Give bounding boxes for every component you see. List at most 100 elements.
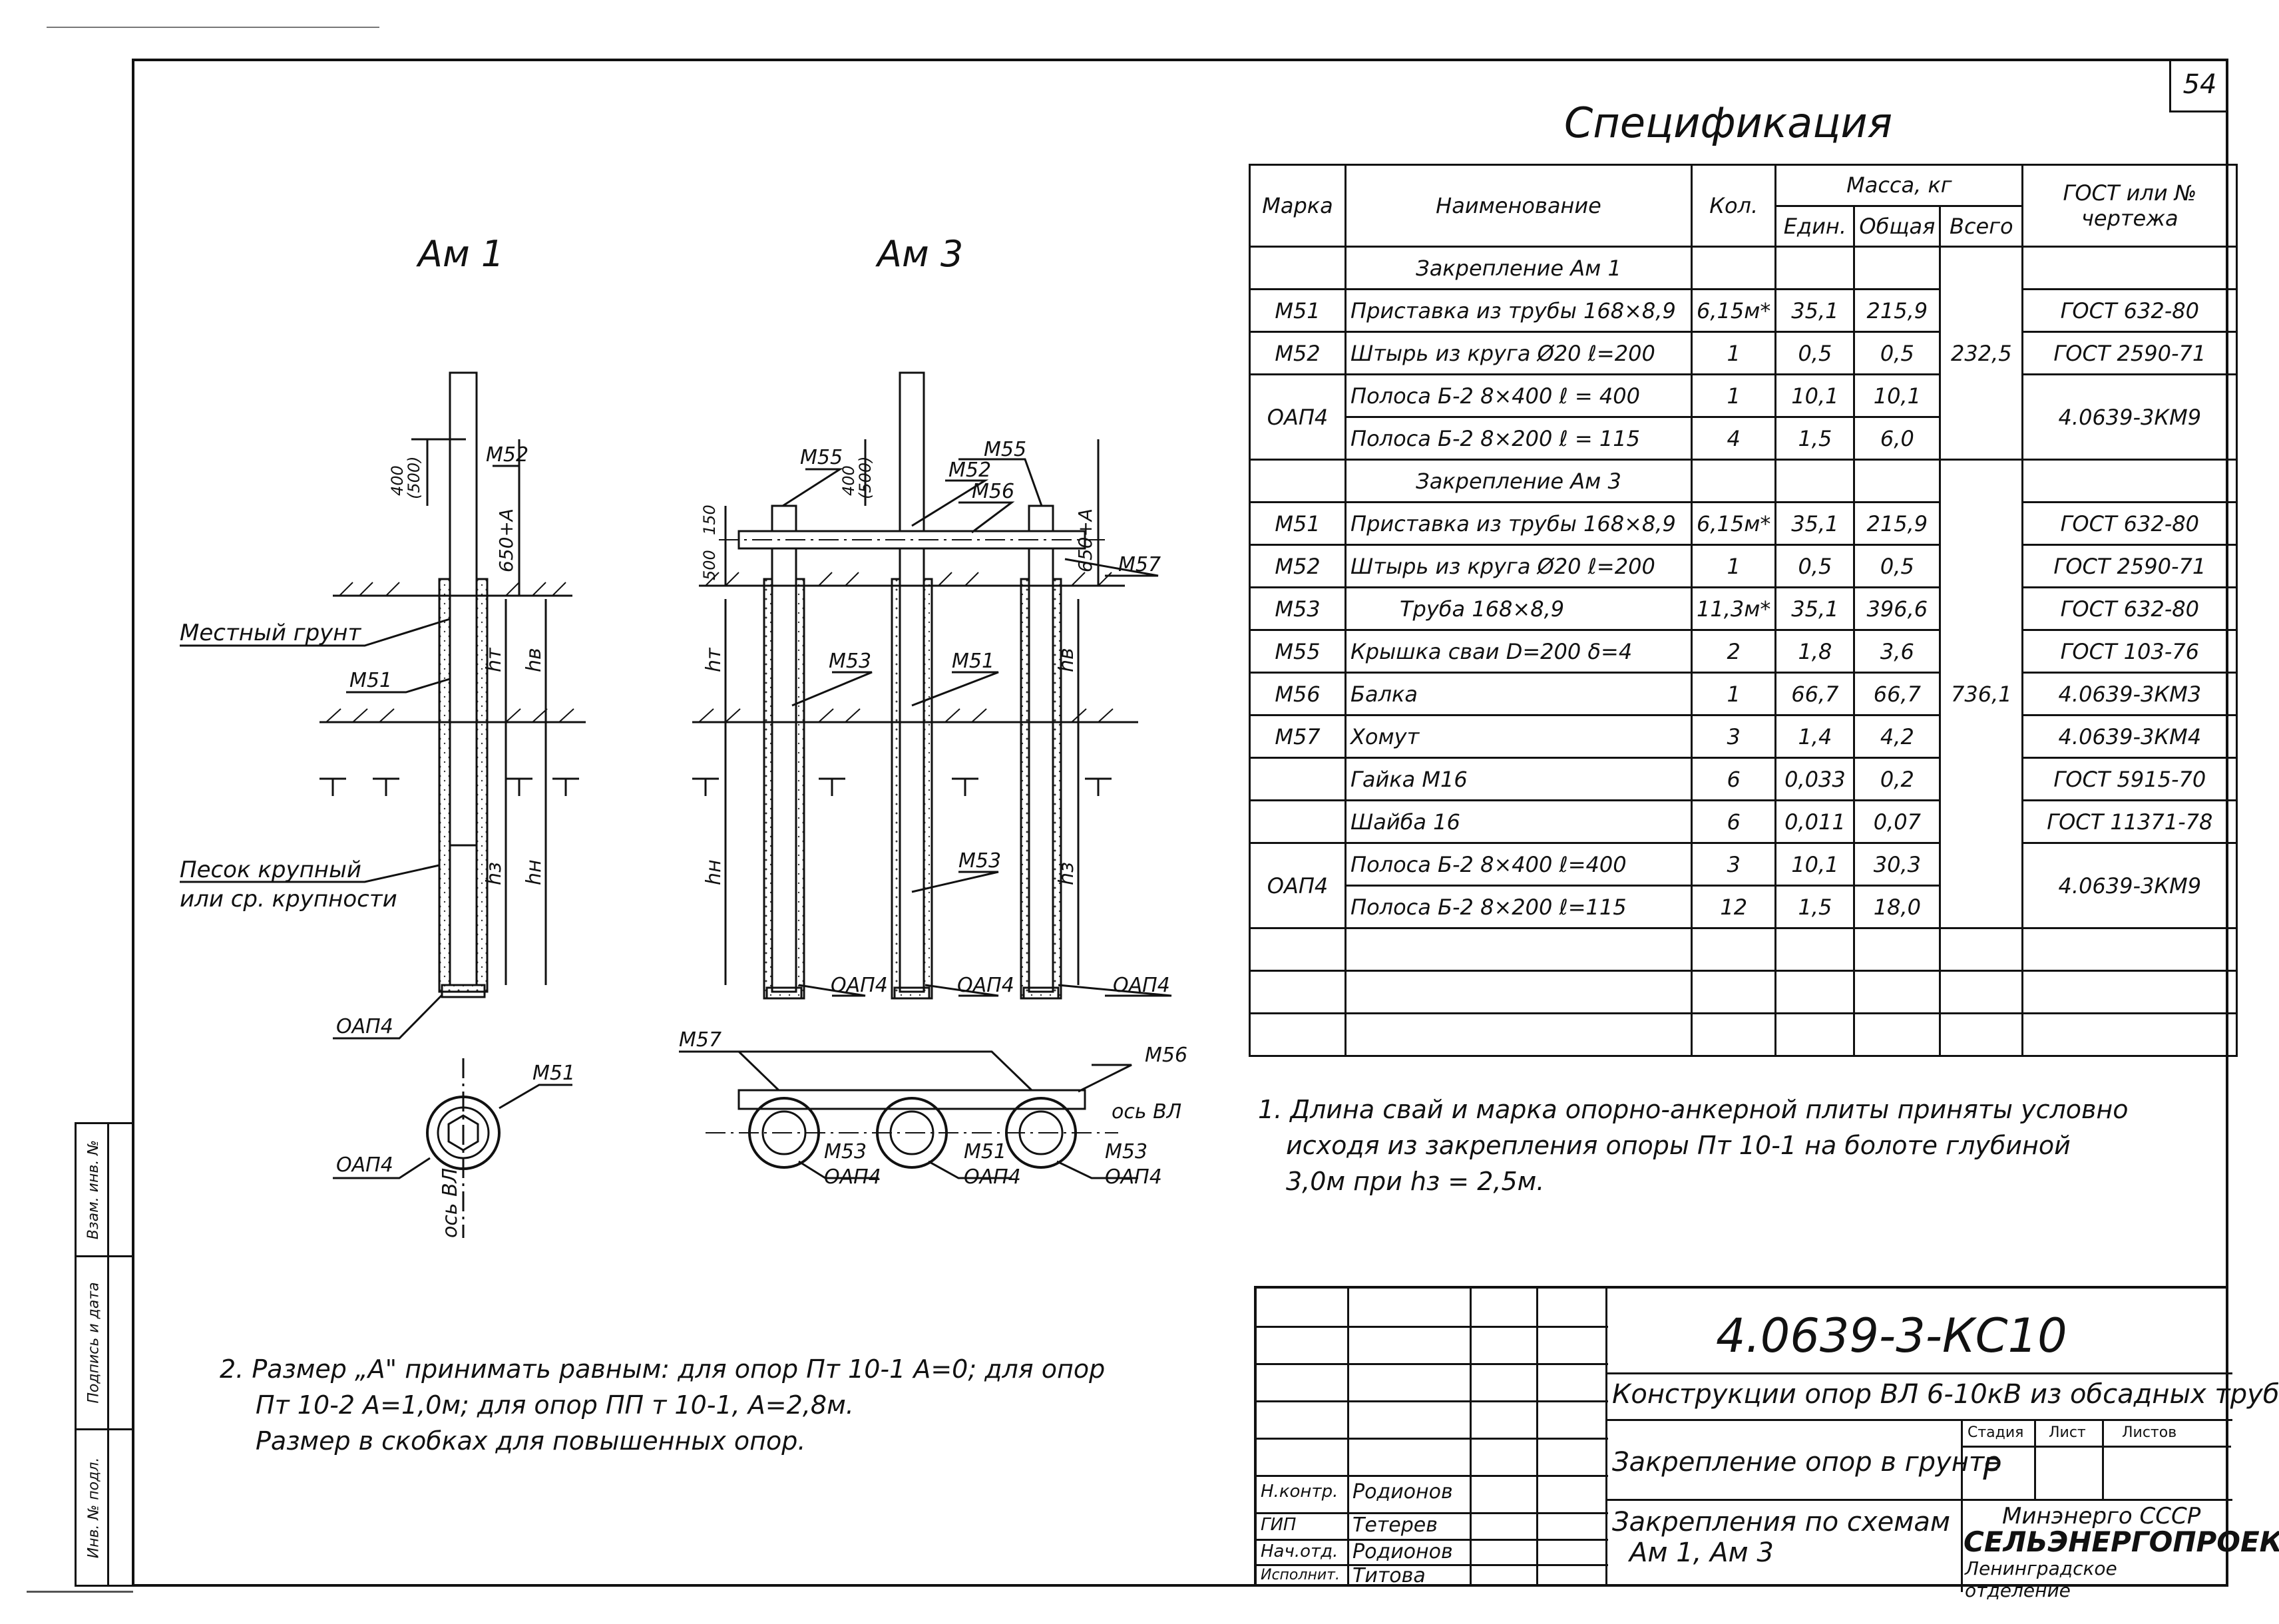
title-block: Н.контр. Родионов ГИП Тетерев Нач.отд. Р… <box>1254 1286 2279 1601</box>
label-m55: М55 <box>984 438 1026 461</box>
side-cell-sign: Подпись и дата <box>77 1257 132 1430</box>
cell-mark: ОАП4 <box>1249 842 1347 929</box>
label-hn: hн <box>522 859 546 885</box>
cell-qty: 1 <box>1690 331 1777 375</box>
label-m51: М51 <box>952 650 994 673</box>
cell-mark <box>1249 757 1347 801</box>
side-divider <box>107 1124 109 1585</box>
cell-name: Полоса Б-2 8×200 ℓ = 115 <box>1345 416 1693 461</box>
cell-qty: 6,15м* <box>1690 288 1777 333</box>
cell-unit: 1,8 <box>1774 629 1856 674</box>
cell-mark <box>1249 799 1347 844</box>
table-row: М56 Балка 1 66,7 66,7 4.0639-3КМ3 <box>1249 672 2238 716</box>
label-dim650: 650+А <box>1074 508 1096 572</box>
label-sand-2: или ср. крупности <box>180 886 397 913</box>
cell-gost: 4.0639-3КМ9 <box>2021 373 2238 461</box>
stage-value: Р <box>1982 1451 2001 1487</box>
label-dim500b: (500) <box>405 456 423 499</box>
cell-name: Балка <box>1345 672 1693 716</box>
cell-total: 3,6 <box>1853 629 1942 674</box>
table-row: М57 Хомут 3 1,4 4,2 4.0639-3КМ4 <box>1249 714 2238 759</box>
signer-role: ГИП <box>1261 1515 1297 1535</box>
cell-total: 6,0 <box>1853 416 1942 461</box>
signer-role: Н.контр. <box>1261 1482 1339 1502</box>
cell-mark: М53 <box>1249 586 1347 631</box>
org-line-1: Минэнерго СССР <box>2002 1503 2201 1529</box>
bottom-left-stroke <box>27 1591 133 1593</box>
title-block-grid <box>1257 1289 1608 1584</box>
cell-name: Приставка из трубы 168×8,9 <box>1345 501 1693 546</box>
label-m51-plan: М51 <box>532 1062 575 1085</box>
am3-title: Ам 3 <box>877 233 964 275</box>
label-dim500b: (500) <box>856 456 875 499</box>
sheets-header: Листов <box>2122 1424 2177 1441</box>
label-local-soil: Местный грунт <box>180 620 362 646</box>
label-oap4: ОАП4 <box>1105 1165 1162 1189</box>
cell-name: Полоса Б-2 8×400 ℓ = 400 <box>1345 373 1693 418</box>
table-row: Гайка М16 6 0,033 0,2 ГОСТ 5915-70 <box>1249 757 2238 801</box>
cell-qty: 2 <box>1690 629 1777 674</box>
org-line-2: СЕЛЬЭНЕРГОПРОЕКТ <box>1964 1525 2279 1558</box>
sheet-title: Закрепление опор в грунте <box>1612 1447 2001 1478</box>
doc-code: 4.0639-3-КС10 <box>1716 1309 2067 1363</box>
plan-beam <box>737 1089 1086 1110</box>
signer-role: Исполнит. <box>1261 1567 1340 1583</box>
cell-name: Полоса Б-2 8×200 ℓ=115 <box>1345 885 1693 929</box>
note-1-line-1: 1. Длина свай и марка опорно-анкерной пл… <box>1258 1095 2129 1124</box>
cell-mark: М52 <box>1249 331 1347 375</box>
foundation-drawing: М52 400 (500) 650+А hт hв hз hн Местный … <box>180 371 1187 1238</box>
label-oap4: ОАП4 <box>964 1165 1021 1189</box>
table-row: Полоса Б-2 8×200 ℓ = 115 4 1,5 6,0 <box>1250 416 2237 461</box>
side-cell-vzam: Взам. инв. № <box>77 1124 132 1257</box>
am3-elevation <box>679 371 1172 1179</box>
note-2-line-2: Пт 10-2 А=1,0м; для опор ПП т 10-1, А=2,… <box>256 1390 854 1420</box>
cell-unit: 1,4 <box>1774 714 1856 759</box>
hdr-qty: Кол. <box>1690 164 1777 248</box>
label-hz: hз <box>1055 862 1078 885</box>
sheet-header: Лист <box>2049 1424 2086 1441</box>
cell-name: Труба 168×8,9 <box>1345 586 1693 631</box>
cell-name: Хомут <box>1345 714 1693 759</box>
cell-name: Крышка сваи D=200 δ=4 <box>1345 629 1693 674</box>
spec-header-row: Марка Наименование Кол. Масса, кг ГОСТ и… <box>1249 164 2238 248</box>
empty-row <box>1249 970 2238 1014</box>
note-1-line-3: 3,0м при hз = 2,5м. <box>1286 1167 1545 1196</box>
label-oap4: ОАП4 <box>1113 974 1170 997</box>
side-label-sign-date: Подпись и дата <box>85 1282 103 1404</box>
cell-gost: 4.0639-3КМ9 <box>2021 842 2238 929</box>
cell-name: Полоса Б-2 8×400 ℓ=400 <box>1345 842 1693 887</box>
signer-name: Тетерев <box>1352 1514 1438 1537</box>
label-m56: М56 <box>972 480 1014 503</box>
cell-gost: ГОСТ 103-76 <box>2021 629 2238 674</box>
cell-total: 215,9 <box>1853 501 1942 546</box>
label-dim400: 400 <box>388 465 407 496</box>
cell-total: 0,5 <box>1853 544 1942 588</box>
cell-qty: 6 <box>1690 799 1777 844</box>
table-row: М55 Крышка сваи D=200 δ=4 2 1,8 3,6 ГОСТ… <box>1249 629 2238 674</box>
cell-unit: 35,1 <box>1774 586 1856 631</box>
cell-gost: 4.0639-3КМ4 <box>2021 714 2238 759</box>
cell-unit: 35,1 <box>1774 288 1856 333</box>
spec-table: Марка Наименование Кол. Масса, кг ГОСТ и… <box>1249 164 2238 1057</box>
cell-qty: 6 <box>1690 757 1777 801</box>
cell-qty: 12 <box>1690 885 1777 929</box>
cell-gost: ГОСТ 632-80 <box>2021 501 2238 546</box>
table-row: Полоса Б-2 8×200 ℓ=115 12 1,5 18,0 <box>1250 885 2237 929</box>
pile-right-m53 <box>1028 505 1054 993</box>
table-row: М52 Штырь из круга Ø20 ℓ=200 1 0,5 0,5 Г… <box>1249 544 2238 588</box>
label-m52: М52 <box>948 459 991 482</box>
section-row: Закрепление Ам 3 736,1 <box>1249 459 2238 929</box>
table-row: М53 Труба 168×8,9 11,3м* 35,1 396,6 ГОСТ… <box>1249 586 2238 631</box>
empty-row <box>1249 927 2238 972</box>
section-row: Закрепление Ам 1 232,5 <box>1249 246 2238 461</box>
note-2: 2. Размер „А" принимать равным: для опор… <box>220 1351 1105 1459</box>
cell-unit: 66,7 <box>1774 672 1856 716</box>
cell-unit: 35,1 <box>1774 501 1856 546</box>
cell-name: Штырь из круга Ø20 ℓ=200 <box>1345 544 1693 588</box>
side-cell-inv: Инв. № подл. <box>77 1430 132 1585</box>
cell-total: 66,7 <box>1853 672 1942 716</box>
hdr-total: Общая <box>1853 204 1942 248</box>
label-m56: М56 <box>1145 1044 1187 1067</box>
hdr-mass: Масса, кг <box>1774 164 2024 207</box>
cell-gost: ГОСТ 632-80 <box>2021 586 2238 631</box>
